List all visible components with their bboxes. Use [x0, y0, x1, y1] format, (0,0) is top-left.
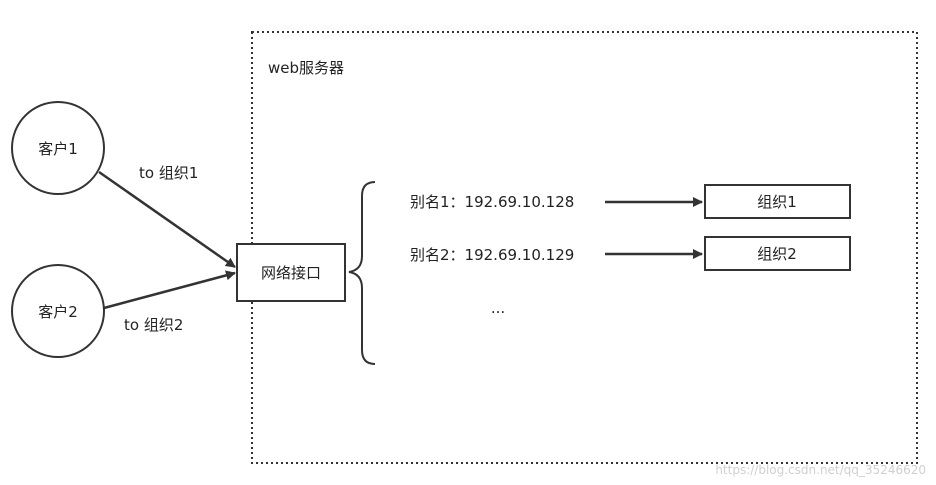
alias-brace	[348, 181, 376, 365]
alias-ellipsis: ...	[491, 299, 505, 317]
server-label: web服务器	[268, 59, 344, 77]
org-2-node	[704, 236, 851, 271]
network-interface-label: 网络接口	[261, 264, 321, 282]
edge-label-client-1: to 组织1	[139, 164, 198, 182]
org-1-label: 组织1	[757, 193, 797, 211]
client-1-label: 客户1	[38, 140, 78, 158]
watermark: https://blog.csdn.net/qq_35246620	[715, 463, 926, 477]
edge-client-1-to-interface	[98, 170, 236, 269]
edge-client-2-to-interface	[103, 270, 236, 310]
network-interface-node	[236, 243, 346, 302]
edge-label-client-2: to 组织2	[124, 316, 183, 334]
client-1-node	[11, 101, 105, 195]
client-2-node	[11, 264, 105, 358]
alias-2-label: 别名2：192.69.10.129	[410, 246, 574, 264]
alias-1-label: 别名1：192.69.10.128	[410, 193, 574, 211]
org-2-label: 组织2	[757, 245, 797, 263]
client-2-label: 客户2	[38, 303, 78, 321]
org-1-node	[704, 184, 851, 219]
